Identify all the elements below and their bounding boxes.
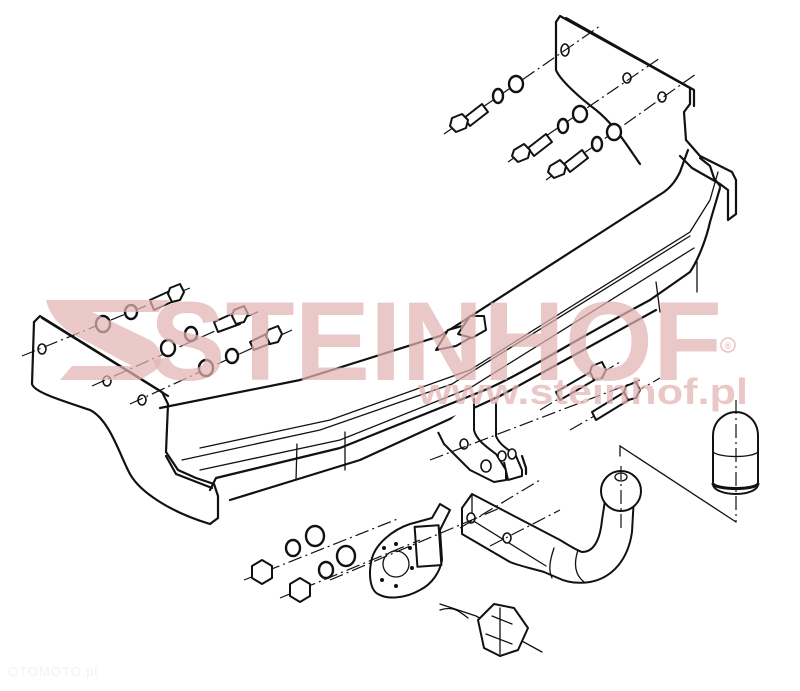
watermark-url: www.steinhof.pl — [417, 371, 748, 412]
registered-mark: ® — [725, 341, 732, 351]
hitch-bracket — [429, 379, 641, 483]
ball-cap — [619, 400, 760, 523]
corner-watermark: OTOMOTO.pl — [8, 664, 99, 679]
socket-plate — [329, 503, 501, 599]
crossbeam — [158, 148, 722, 502]
tow-ball-arm — [459, 466, 642, 584]
connector — [439, 603, 543, 657]
bracket-bolts — [539, 361, 661, 431]
nuts-washers — [243, 517, 421, 603]
steinhof-watermark: STEINHOF ® www.steinhof.pl — [46, 279, 748, 412]
right-bolt-set — [443, 25, 697, 181]
steinhof-logo-swoosh — [46, 300, 170, 380]
watermark-brand: STEINHOF — [150, 279, 722, 404]
